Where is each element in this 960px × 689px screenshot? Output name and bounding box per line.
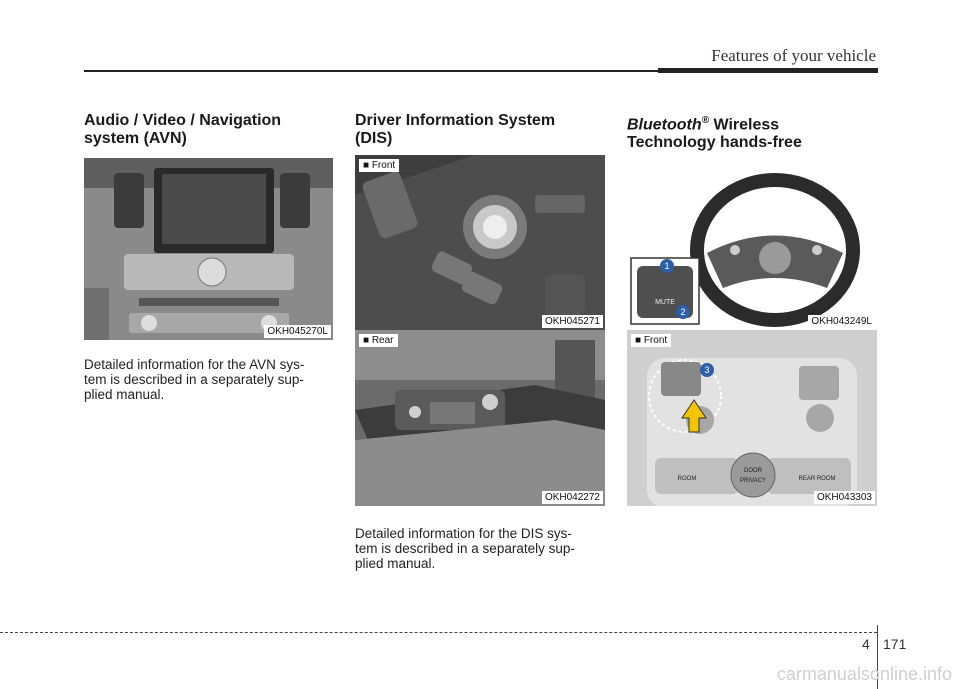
bluetooth-heading: Bluetooth® Wireless Technology hands-fre… (627, 115, 802, 152)
bluetooth-front-code: OKH043303 (813, 491, 875, 504)
avn-body: Detailed information for the AVN sys- te… (84, 357, 305, 402)
bluetooth-front-tag: ■ Front (631, 334, 672, 347)
footer-divider (877, 625, 878, 689)
header-rule (84, 70, 878, 72)
callout-2: 2 (680, 307, 685, 317)
bluetooth-wheel-photo: MUTE 1 2 OKH043249L (627, 158, 877, 330)
avn-photo: OKH045270L (84, 158, 333, 340)
bluetooth-overhead-photo: 3 DOOR PRIVACY ROOM REAR ROOM ■ Front OK… (627, 330, 877, 506)
callout-1: 1 (664, 261, 669, 271)
chapter-number: 4 (862, 636, 870, 652)
callout-3: 3 (704, 365, 709, 375)
watermark: carmanualsonline.info (776, 664, 952, 684)
door-button-label: DOOR (744, 468, 763, 474)
dis-front-code: OKH045271 (541, 315, 603, 328)
dis-rear-photo: ■ Rear OKH042272 (355, 330, 605, 506)
dis-rear-tag: ■ Rear (359, 334, 398, 347)
running-header: Features of your vehicle (711, 46, 876, 65)
avn-image-code: OKH045270L (264, 325, 331, 338)
room-button-label: ROOM (678, 476, 697, 482)
header-rule-accent (658, 68, 878, 73)
dis-front-tag: ■ Front (359, 159, 400, 172)
dis-body: Detailed information for the DIS sys- te… (355, 526, 575, 571)
bluetooth-section: Bluetooth® Wireless Technology hands-fre… (627, 112, 877, 152)
dis-heading: Driver Information System (DIS) (355, 112, 556, 147)
dis-section: Driver Information System (DIS) (355, 112, 605, 148)
footer-rule (0, 632, 877, 633)
dis-front-photo: ■ Front OKH045271 (355, 155, 605, 330)
rear-room-button-label: REAR ROOM (798, 476, 835, 482)
bluetooth-wheel-code: OKH043249L (808, 315, 875, 328)
privacy-button-label: PRIVACY (740, 478, 766, 484)
page-number: 171 (883, 636, 907, 652)
avn-section: Audio / Video / Navigation system (AVN) (84, 112, 334, 148)
dis-rear-code: OKH042272 (541, 491, 603, 504)
avn-heading: Audio / Video / Navigation system (AVN) (84, 112, 282, 147)
mute-button-label: MUTE (655, 299, 675, 306)
